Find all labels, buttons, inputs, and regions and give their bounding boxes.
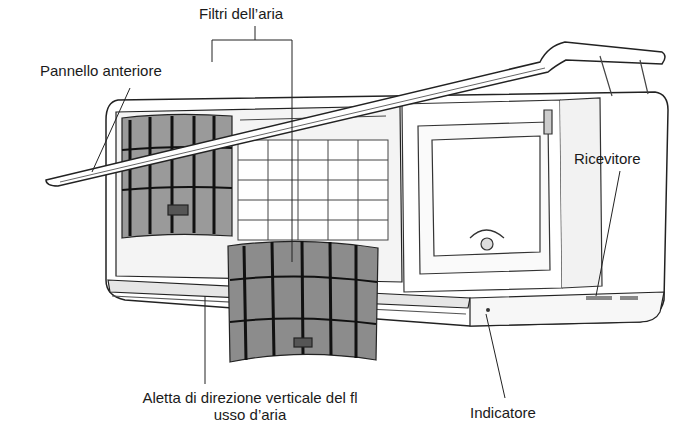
part-label: Pannello anteriore bbox=[40, 62, 162, 79]
part-label: Aletta di direzione verticale del fl uss… bbox=[130, 389, 370, 423]
part-label: Indicatore bbox=[470, 404, 536, 421]
part-label: Filtri dell’aria bbox=[199, 5, 283, 22]
part-label: Ricevitore bbox=[574, 150, 641, 167]
